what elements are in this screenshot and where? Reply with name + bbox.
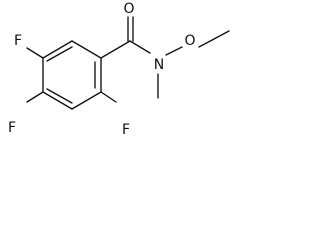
bond-ring-to-carbonyl-carbon bbox=[100, 40, 131, 59]
amide-nitrogen-label: N bbox=[154, 57, 164, 73]
bond-methoxy-oxygen-to-methyl bbox=[198, 30, 230, 48]
chemical-structure-diagram: F F F O N O bbox=[8, 1, 230, 137]
bond-ring-to-fluorine-lower-right bbox=[100, 91, 117, 103]
ring-bond-top-left-inner bbox=[46, 46, 73, 62]
bond-ring-to-fluorine-lower-left bbox=[26, 91, 44, 103]
bond-nitrogen-to-methoxy-oxygen bbox=[165, 46, 183, 56]
methoxy-oxygen-label: O bbox=[184, 33, 195, 49]
substituent-bonds bbox=[26, 16, 230, 103]
bond-ring-to-fluorine-upper-left bbox=[26, 47, 44, 59]
benzene-ring bbox=[42, 40, 102, 110]
fluorine-lower-right-label: F bbox=[122, 122, 130, 137]
ring-bond-bottom-right bbox=[71, 91, 102, 110]
ring-bond-bottom-left bbox=[42, 91, 73, 110]
fluorine-lower-left-label: F bbox=[8, 120, 16, 136]
atom-labels: F F F O N O bbox=[8, 1, 196, 137]
bond-carbonyl-to-nitrogen bbox=[129, 40, 151, 54]
ring-bond-top-right bbox=[71, 40, 102, 59]
carbonyl-oxygen-label: O bbox=[123, 1, 134, 17]
fluorine-upper-left-label: F bbox=[14, 33, 22, 49]
ring-bond-bottom-left-inner bbox=[46, 88, 73, 104]
ring-bond-top-left bbox=[42, 40, 73, 59]
